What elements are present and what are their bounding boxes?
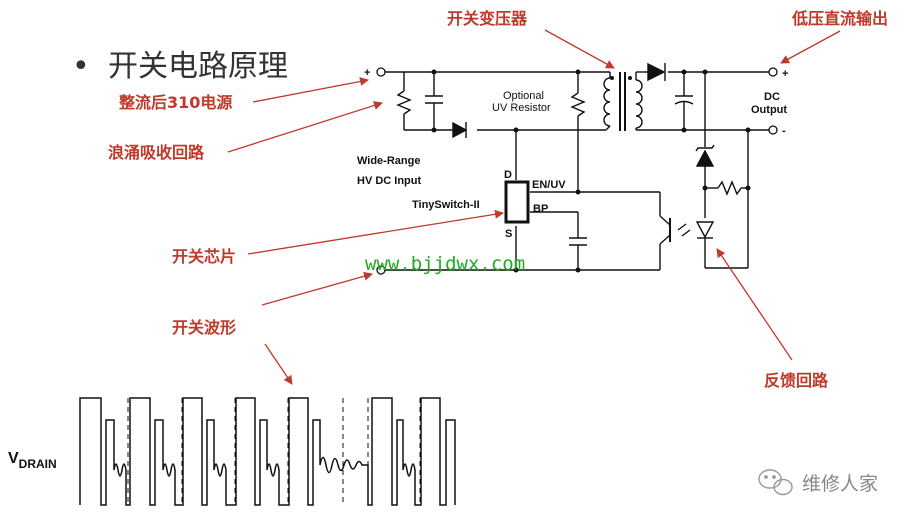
vdrain-waveform: [79, 397, 456, 506]
wechat-icon: [758, 469, 793, 496]
tinyswitch-chip: [504, 180, 530, 224]
schematic-symbols: [452, 62, 715, 239]
label-feedback: 反馈回路: [764, 371, 829, 390]
junctions: [431, 69, 751, 273]
hv-dc-label: HV DC Input: [357, 175, 421, 187]
schematic-wires: [385, 71, 769, 271]
label-rectified: 整流后310电源: [118, 93, 232, 112]
annotation-arrows: [227, 29, 841, 385]
pin-d: D: [504, 169, 512, 181]
label-chip: 开关芯片: [172, 247, 236, 266]
bullet: •: [72, 49, 90, 84]
output-plus: +: [782, 68, 788, 80]
vdrain-dashes: [127, 398, 421, 505]
terminals: [376, 67, 778, 275]
label-waveform: 开关波形: [172, 318, 236, 337]
pin-s: S: [505, 228, 512, 240]
optional-label: Optional: [503, 90, 544, 102]
input-plus: +: [364, 67, 370, 79]
wide-range-label: Wide-Range: [357, 155, 420, 167]
label-snubber: 浪涌吸收回路: [108, 143, 205, 162]
output-label: Output: [751, 104, 787, 116]
vdrain-label: VDRAIN: [8, 450, 57, 471]
label-lowv: 低压直流输出: [791, 9, 888, 28]
page-title: 开关电路原理: [108, 49, 288, 84]
uv-resistor-label: UV Resistor: [492, 102, 551, 114]
label-transformer: 开关变压器: [447, 9, 528, 28]
site-url: www.bjjdwx.com: [365, 253, 525, 275]
dc-label: DC: [764, 91, 780, 103]
pin-enuv: EN/UV: [532, 179, 566, 191]
watermark-text: 维修人家: [802, 473, 878, 495]
pin-bp: BP: [533, 203, 548, 215]
output-minus: -: [782, 125, 786, 137]
tinyswitch-label: TinySwitch-II: [412, 199, 480, 211]
